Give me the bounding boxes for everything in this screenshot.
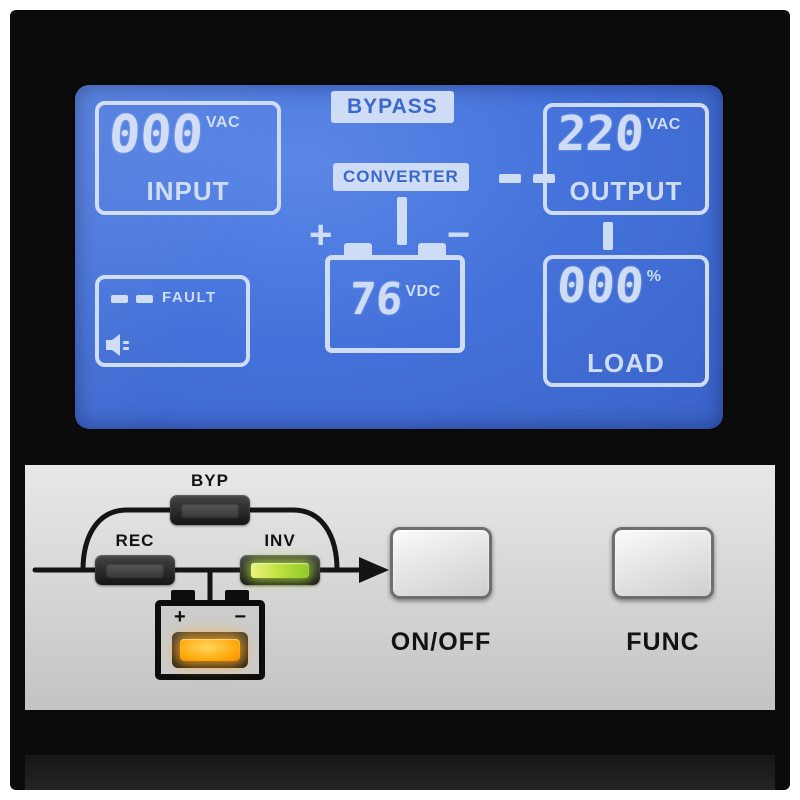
battery-terminal-icon xyxy=(344,243,372,256)
battery-charge-indicator: + − xyxy=(155,590,265,680)
load-readout-row: 000 % xyxy=(555,258,662,314)
fault-readout: FAULT xyxy=(95,275,250,367)
battery-readout-row: 76 VDC xyxy=(347,274,441,325)
byp-led-indicator xyxy=(170,495,250,525)
byp-indicator-label: BYP xyxy=(191,471,229,490)
battery-led-icon xyxy=(180,639,240,661)
input-readout-row: 000 VAC xyxy=(106,105,241,165)
load-readout: 000 % LOAD xyxy=(543,255,709,387)
load-value: 000 xyxy=(555,258,646,314)
battery-icon: 76 VDC xyxy=(325,243,465,353)
bypass-indicator: BYPASS xyxy=(331,91,454,123)
buzzer-speaker-icon xyxy=(106,334,129,356)
lcd-display: 000 VAC INPUT BYPASS CONVERTER 220 VAC O… xyxy=(75,85,723,429)
on-off-button[interactable] xyxy=(390,527,492,599)
input-readout: 000 VAC INPUT xyxy=(95,101,281,215)
battery-voltage-unit: VDC xyxy=(405,283,441,300)
fault-label: FAULT xyxy=(162,289,217,306)
rec-led-indicator xyxy=(95,555,175,585)
output-load-link-icon xyxy=(603,222,613,250)
input-label: INPUT xyxy=(146,176,230,206)
battery-plus-sign: + xyxy=(174,606,186,628)
fault-dash-segment-icon xyxy=(111,295,128,303)
battery-minus-sign: − xyxy=(234,606,246,628)
inv-led-indicator xyxy=(240,555,320,585)
load-label: LOAD xyxy=(587,348,665,378)
inv-indicator-label: INV xyxy=(264,531,296,550)
rec-led-icon xyxy=(106,562,164,578)
input-value: 000 xyxy=(106,105,206,165)
func-button-label: FUNC xyxy=(626,628,700,656)
output-label: OUTPUT xyxy=(569,176,683,206)
arrow-right-icon xyxy=(359,557,389,583)
func-button[interactable] xyxy=(612,527,714,599)
on-off-button-label: ON/OFF xyxy=(390,628,492,656)
output-readout: 220 VAC OUTPUT xyxy=(543,103,709,215)
converter-battery-link-icon xyxy=(397,197,407,245)
battery-terminal-icon xyxy=(418,243,446,256)
battery-minus-sign: − xyxy=(447,213,471,257)
output-value: 220 xyxy=(555,106,646,162)
fault-dash-segment-icon xyxy=(136,295,153,303)
battery-terminal-icon xyxy=(225,590,249,600)
output-readout-row: 220 VAC xyxy=(555,106,681,162)
converter-indicator: CONVERTER xyxy=(333,163,469,191)
battery-plus-sign: + xyxy=(309,213,333,257)
output-unit: VAC xyxy=(646,116,681,133)
byp-led-icon xyxy=(181,502,239,518)
bottom-trim-strip xyxy=(25,755,775,790)
inv-led-icon xyxy=(251,562,309,578)
battery-voltage-value: 76 xyxy=(347,274,405,325)
converter-output-dash-icon xyxy=(499,174,521,183)
control-panel: BYP REC INV + − ON/OFF xyxy=(25,465,775,710)
battery-terminal-icon xyxy=(171,590,195,600)
rec-indicator-label: REC xyxy=(115,531,155,550)
device-bezel: 000 VAC INPUT BYPASS CONVERTER 220 VAC O… xyxy=(10,10,790,790)
battery-led-housing xyxy=(172,632,248,668)
load-unit: % xyxy=(646,268,662,285)
input-unit: VAC xyxy=(205,114,241,131)
